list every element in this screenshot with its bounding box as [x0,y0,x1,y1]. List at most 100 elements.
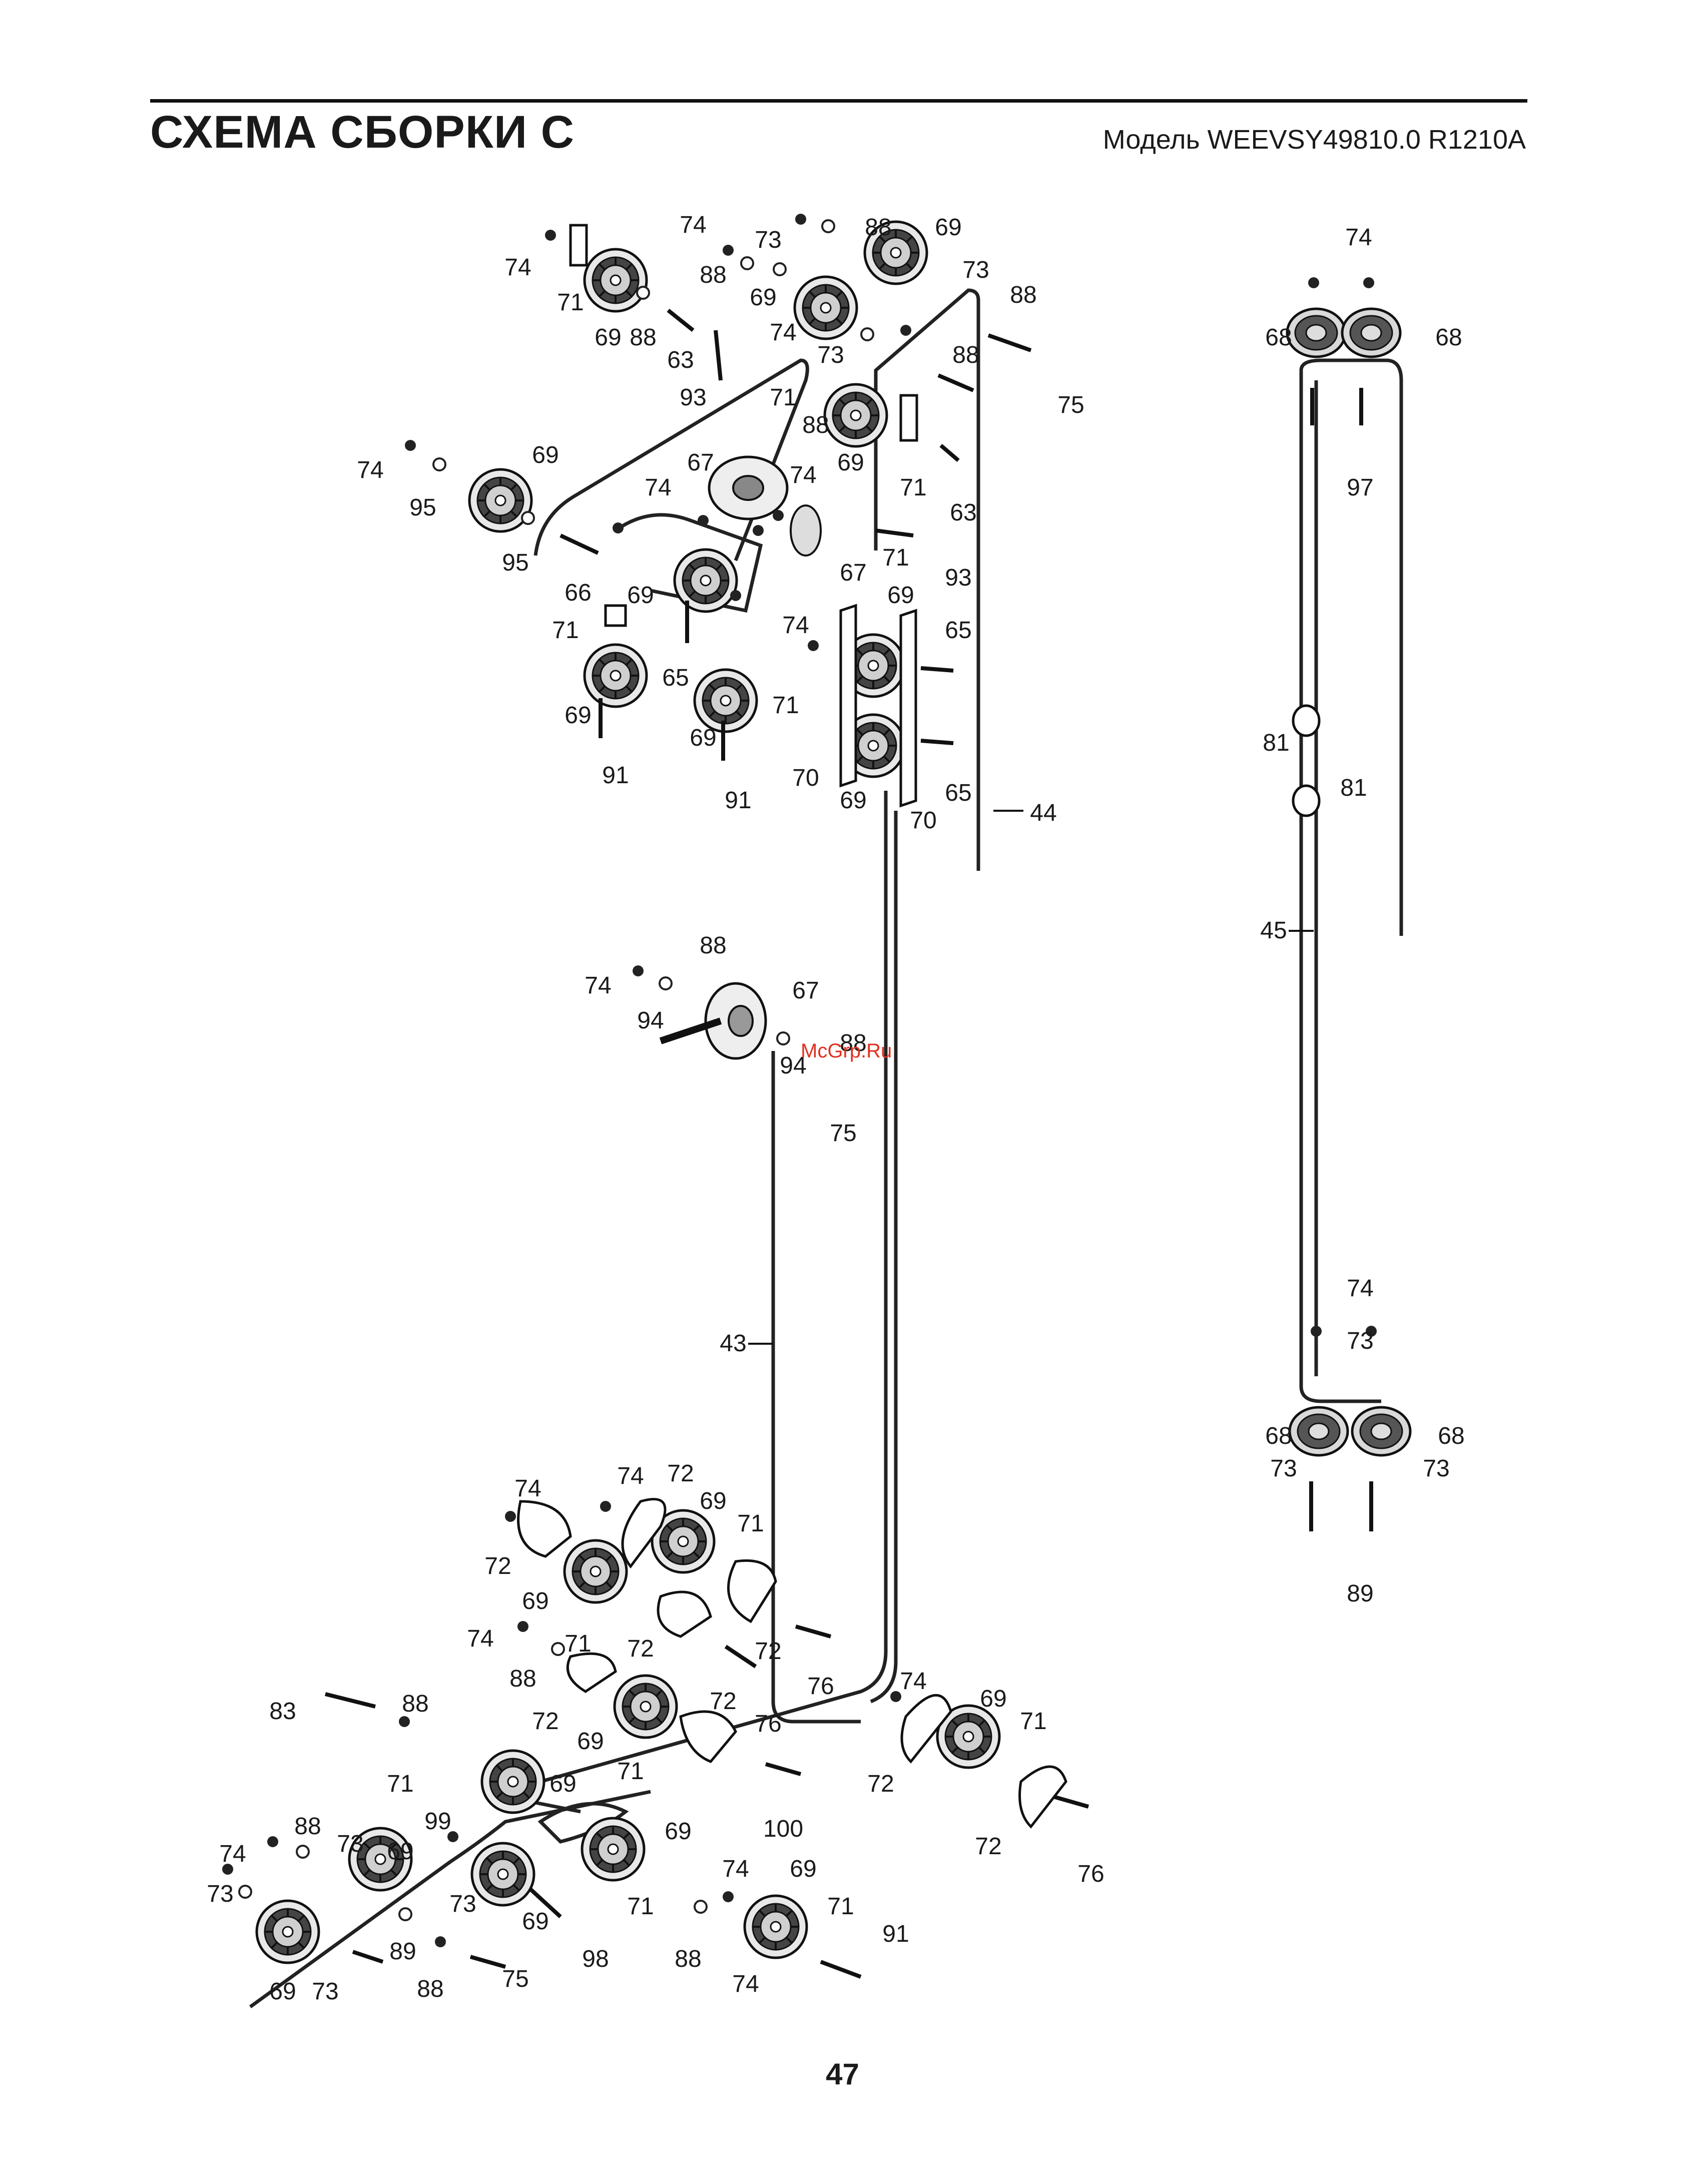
callout-label: 83 [269,1698,296,1725]
callout-label: 72 [627,1635,654,1662]
callout-label: 71 [565,1630,591,1657]
callout-label: 69 [565,702,591,729]
belt-loop [537,1802,629,1844]
callout-label: 74 [732,1971,759,1997]
callout-label: 72 [710,1688,736,1715]
callout-label: 69 [887,582,914,609]
callout-label: 74 [782,612,809,639]
callout-label: 73 [312,1978,338,2005]
callout-label: 67 [840,560,866,586]
callout-label: 88 [840,1030,866,1056]
belt-middle [614,513,763,613]
callout-label: 75 [830,1120,856,1147]
callout-label: 75 [502,1966,528,1992]
callout-label: 74 [900,1668,926,1695]
belt-upper [533,358,809,562]
callout-label: 69 [532,442,558,468]
callout-label: 88 [700,262,726,288]
callout-label: 88 [675,1946,701,1972]
callout-label: 74 [645,474,671,501]
cable-43-center [771,1051,861,1724]
callout-label: 69 [522,1588,548,1614]
callout-label: 74 [617,1463,644,1489]
callout-label: 65 [945,780,971,806]
callout-label: 69 [595,324,621,351]
callout-label: 74 [790,462,816,488]
callout-label: 70 [910,807,936,834]
callout-label: 91 [602,762,629,789]
callout-label: 68 [1435,324,1462,351]
callout-label: 66 [565,580,591,606]
right-pulleys [1287,309,1410,1455]
callout-label: 73 [449,1891,476,1917]
callout-labels: 74 88 69 73 73 88 88 74 71 69 88 69 74 7… [207,212,1464,2005]
callout-label: 65 [945,617,971,644]
callout-label: 69 [522,1908,548,1935]
callout-label: 43 [720,1330,746,1357]
callout-label: 72 [867,1771,894,1797]
callout-label: 63 [950,499,976,526]
callout-label: 74 [770,319,796,346]
callout-label: 69 [837,449,864,476]
callout-label: 74 [1345,224,1372,251]
callout-label: 73 [962,257,989,283]
callout-label: 73 [755,227,781,253]
cables [249,288,1403,2008]
callout-label: 74 [514,1475,541,1502]
top-pulleys [469,222,927,777]
callout-label: 88 [865,214,891,241]
callout-label: 72 [667,1460,694,1487]
callout-label: 98 [582,1946,609,1972]
callout-label: 74 [585,972,611,999]
callout-label: 69 [549,1771,576,1797]
callout-label: 91 [725,787,751,814]
callout-label: 71 [1020,1708,1046,1735]
callout-label: 68 [1265,1423,1292,1449]
callout-label: 88 [700,932,726,959]
callout-label: 94 [637,1007,664,1034]
callout-label: 69 [935,214,961,241]
callout-label: 95 [502,550,528,576]
page-title: СХЕМА СБОРКИ С [150,107,575,158]
callout-label: 81 [1340,775,1367,801]
callout-label: 70 [792,765,819,791]
callout-label: 67 [687,449,714,476]
callout-label: 69 [387,1838,413,1865]
callout-label: 75 [1057,392,1084,418]
bolts [325,308,1373,1979]
cable-45-left [1299,370,1381,1403]
callout-label: 69 [700,1488,726,1514]
callout-label: 68 [1438,1423,1464,1449]
callout-label: 74 [504,254,531,281]
callout-label: 45 [1260,917,1287,944]
callout-label: 73 [337,1831,363,1857]
callout-label: 69 [690,725,716,751]
callout-label: 68 [1265,324,1292,351]
callout-label: 74 [722,1856,749,1882]
callout-label: 72 [532,1708,558,1735]
page-number: 47 [826,2057,859,2091]
callout-label: 67 [792,977,819,1004]
callout-label: 72 [975,1833,1001,1860]
callout-label: 74 [467,1625,493,1652]
callout-label: 89 [389,1938,416,1965]
callout-label: 69 [577,1728,604,1755]
belt-lower [249,1790,651,2008]
callout-label: 72 [755,1638,781,1665]
middle-pulley [659,982,767,1060]
callout-label: 88 [802,412,829,438]
callout-label: 71 [827,1893,854,1920]
callout-label: 74 [357,457,383,483]
callout-label: 81 [1263,730,1289,756]
callout-label: 88 [417,1976,443,2002]
callout-label: 99 [424,1808,451,1835]
callout-label: 74 [219,1841,246,1867]
cable-45-right [1299,358,1403,936]
callout-label: 88 [294,1813,321,1840]
callout-label: 71 [737,1510,764,1537]
callout-label: 44 [1030,800,1056,826]
callout-label: 71 [882,544,909,571]
callout-label: 93 [945,565,971,591]
model-number: Модель WEEVSY49810.0 R1210A [1102,125,1526,155]
